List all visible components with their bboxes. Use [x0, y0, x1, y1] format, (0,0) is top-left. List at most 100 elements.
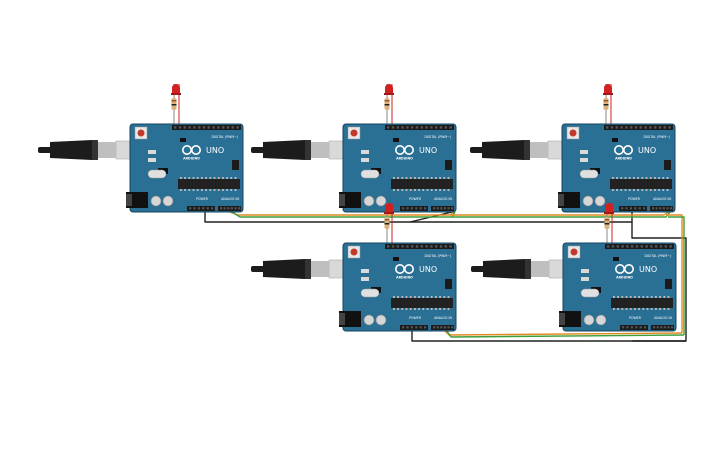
wire-aux-right[interactable]	[668, 216, 685, 335]
arduino-logo	[622, 144, 633, 155]
chip-pin	[430, 177, 433, 179]
header-pin	[656, 326, 659, 329]
header-pin	[425, 126, 428, 129]
header-pin	[406, 245, 409, 248]
power-header	[620, 325, 648, 330]
chip-pin	[447, 296, 450, 298]
power-jack-inner	[339, 313, 345, 325]
header-pin	[639, 326, 642, 329]
capacitor	[162, 195, 174, 207]
header-pin	[193, 207, 196, 210]
wire-aux-top-2[interactable]	[452, 211, 671, 218]
header-pin	[620, 126, 623, 129]
wire-aux-bottom[interactable]	[446, 330, 685, 338]
chip-pin	[414, 189, 416, 191]
led-component[interactable]	[171, 84, 181, 126]
smd-chip	[393, 257, 399, 261]
header-pin	[430, 126, 433, 129]
chip-pin	[628, 177, 631, 179]
reset-button-cap	[570, 248, 578, 256]
usb-plug-metal	[311, 261, 329, 277]
header-pin	[211, 207, 214, 210]
power-label: POWER	[409, 197, 422, 201]
wire-signal-bottom[interactable]	[444, 330, 683, 336]
chip-pin	[649, 189, 652, 191]
chip-pin	[633, 177, 635, 179]
wire-gnd-bottom[interactable]	[411, 331, 686, 342]
header-pin	[640, 245, 643, 248]
led-component[interactable]	[603, 84, 613, 126]
wire-signal-top-2[interactable]	[450, 211, 669, 216]
chip-pin	[418, 308, 420, 310]
chip-pin	[662, 177, 665, 179]
led-rim	[384, 212, 394, 214]
header-pin	[650, 245, 653, 248]
header-pin	[222, 126, 225, 129]
chip-pin	[418, 189, 420, 191]
cable-end	[38, 147, 52, 153]
led-rim	[384, 93, 394, 95]
model-label: UNO	[638, 146, 656, 155]
chip-pin	[192, 189, 195, 191]
chip-pin	[205, 189, 207, 191]
cable-end	[470, 147, 484, 153]
chip-pin	[418, 177, 420, 179]
chip-pin	[217, 189, 220, 191]
chip-pin	[226, 189, 228, 191]
header-pin	[425, 245, 428, 248]
usb-plug-body	[483, 259, 525, 279]
chip-pin	[205, 177, 207, 179]
header-pin	[411, 126, 414, 129]
chip-pin	[613, 308, 615, 310]
header-pin	[401, 245, 404, 248]
chip-pin	[188, 189, 191, 191]
arduino-logo	[403, 263, 414, 274]
resistor-band	[171, 100, 177, 102]
smd-led	[580, 150, 588, 154]
header-pin	[440, 207, 443, 210]
smd-led	[580, 158, 588, 162]
wire-signal-right[interactable]	[666, 214, 683, 333]
led	[604, 84, 612, 93]
chip-pin	[654, 177, 656, 179]
chip-pin	[405, 177, 408, 179]
cable-end	[471, 266, 485, 272]
atmega-chip	[391, 179, 453, 189]
resistor-band	[171, 104, 177, 106]
chip-pin	[612, 189, 614, 191]
chip-pin	[422, 296, 425, 298]
header-pin	[411, 245, 414, 248]
led-component[interactable]	[384, 84, 394, 126]
chip-pin	[226, 177, 228, 179]
brand-label: ARDUINO	[615, 157, 632, 161]
header-pin	[402, 326, 405, 329]
header-pin	[419, 326, 422, 329]
chip-pin	[447, 189, 450, 191]
header-pin	[174, 126, 177, 129]
power-jack-inner	[126, 194, 132, 206]
header-pin	[652, 207, 655, 210]
chip-pin	[418, 296, 420, 298]
chip-pin	[613, 296, 615, 298]
header-pin	[402, 207, 405, 210]
header-pin	[198, 126, 201, 129]
led	[172, 84, 180, 93]
header-pin	[415, 245, 419, 248]
chip-pin	[637, 177, 639, 179]
usb-plug-collar	[305, 259, 311, 279]
chip-pin	[646, 296, 649, 298]
chip-pin	[397, 296, 399, 298]
header-pin	[433, 326, 436, 329]
header-pin	[663, 326, 666, 329]
led-component[interactable]	[384, 203, 394, 245]
chip-pin	[617, 296, 619, 298]
led-component[interactable]	[604, 203, 614, 245]
header-pin	[206, 207, 209, 210]
header-pin	[424, 207, 427, 210]
